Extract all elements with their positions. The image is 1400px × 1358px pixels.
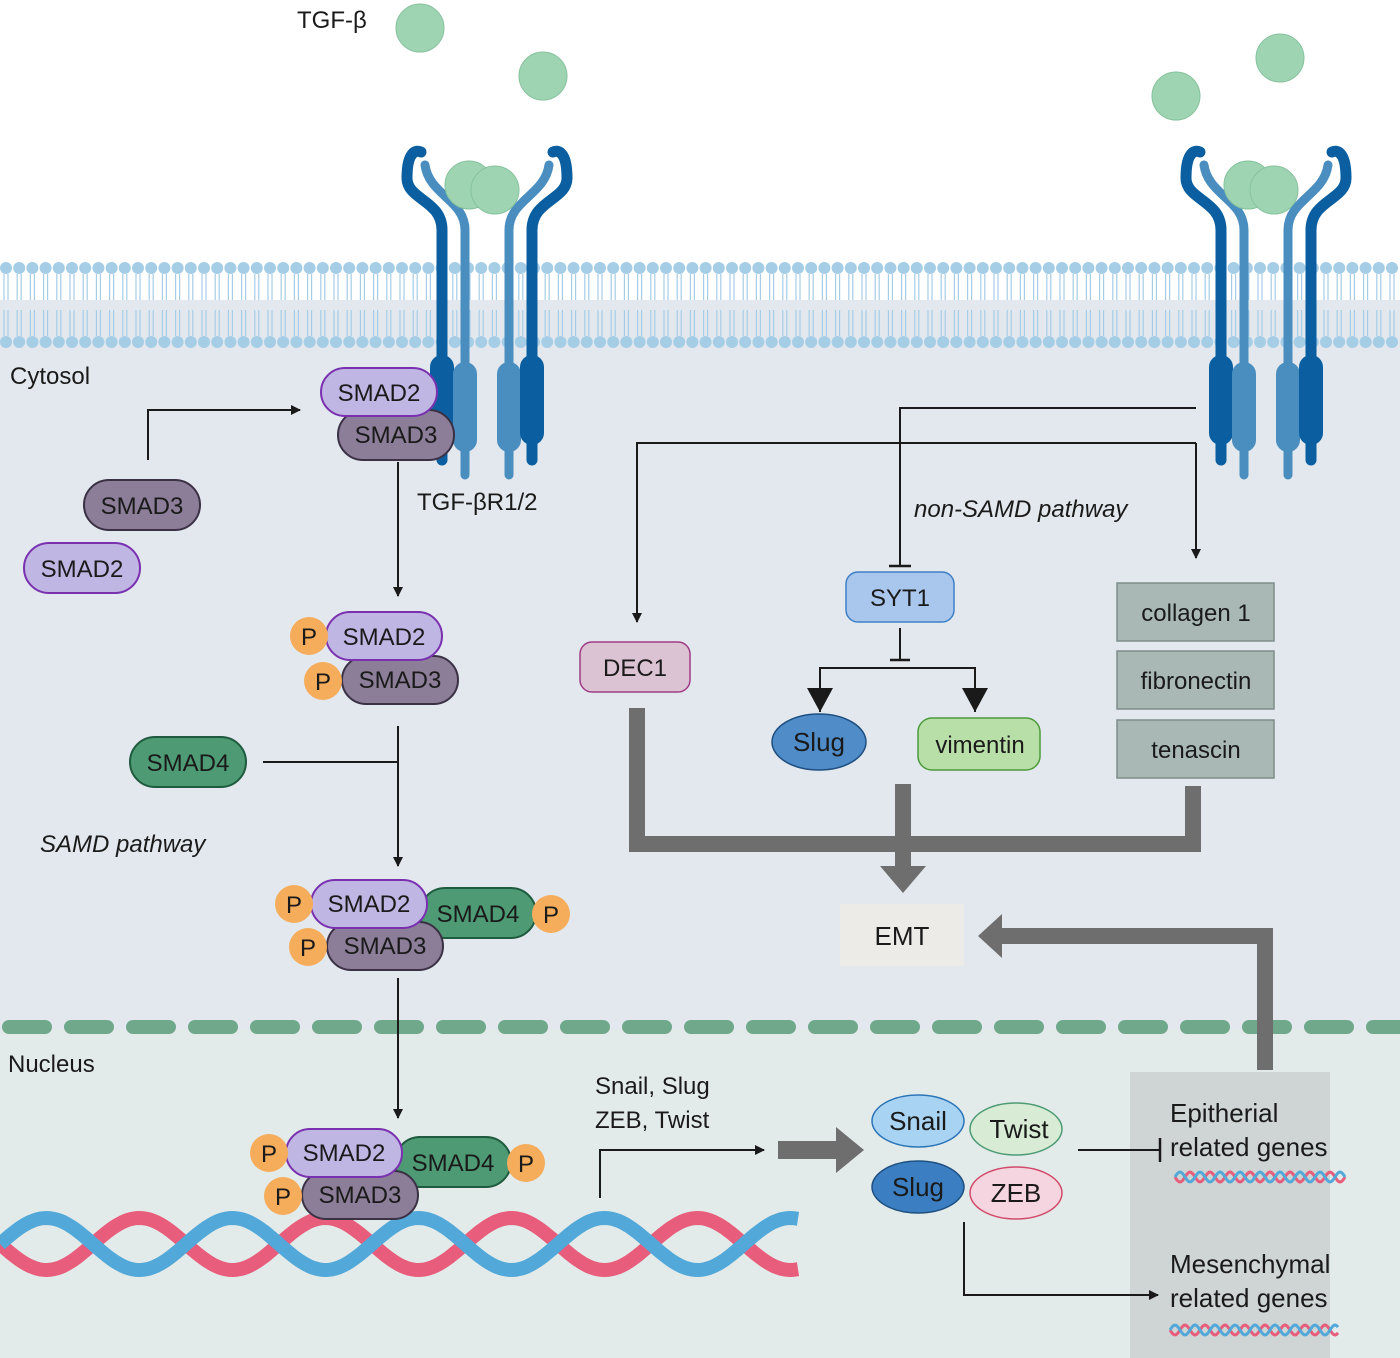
tenascin-label: tenascin [1151,737,1240,764]
smad3-label: SMAD3 [101,493,184,520]
emt-label: EMT [875,921,930,951]
dna-helix [0,1210,800,1278]
smad3-label: SMAD3 [319,1182,402,1209]
transcription-arrow [599,1145,765,1198]
smad3-label: SMAD3 [355,422,438,449]
mesenchymal-genes-line1: Mesenchymal [1170,1249,1330,1279]
fibronectin-label: fibronectin [1141,668,1252,695]
snail-label: Snail [889,1106,947,1136]
smad2-free: SMAD2 [23,542,141,594]
recruitment-arrow [147,405,301,460]
p-smad2: SMAD2 P [290,611,443,661]
twist-label: Twist [989,1114,1049,1144]
smad2-label: SMAD2 [343,624,426,651]
slug-label: Slug [892,1172,944,1202]
smad-complex-cytosol: SMAD4 P SMAD3 P SMAD2 P [275,879,570,971]
vimentin-box: vimentin [917,717,1041,771]
translation-gray-arrow [778,1127,864,1173]
phospho-label: P [275,1184,291,1211]
epithelial-genes-line1: Epitherial [1170,1098,1278,1128]
mesenchymal-activation-arrow [963,1222,1159,1300]
cell-membrane [0,262,1398,348]
smad-pathway-label: SAMD pathway [40,831,207,858]
mesenchymal-dna-icon [1168,1323,1340,1337]
fibronectin-box: fibronectin [1116,650,1275,710]
snail-tf: Snail [871,1094,965,1148]
tgf-beta-label: TGF-β [297,7,367,34]
gene-panel-background [1130,1072,1330,1358]
receptor-label: TGF-βR1/2 [417,489,537,516]
smad4-label: SMAD4 [147,750,230,777]
phospho-label: P [261,1141,277,1168]
smad2-label: SMAD2 [338,380,421,407]
emt-feedback-arrow [978,914,1273,1070]
smad4-label: SMAD4 [437,901,520,928]
tgf-beta-ligands [395,3,1305,121]
tgf-beta-receptor-right [1180,145,1352,480]
slug-tf: Slug [871,1160,965,1214]
phospho-label: P [301,624,317,651]
smad3-label: SMAD3 [359,667,442,694]
smad2-label: SMAD2 [328,891,411,918]
tgf-beta-ligand [518,51,568,101]
dec1-box: DEC1 [579,641,691,693]
vimentin-arrowhead [962,688,988,712]
smad4-free: SMAD4 [129,736,247,788]
mesenchymal-genes-line2: related genes [1170,1283,1328,1313]
phospho-label: P [543,902,559,929]
smad2-label: SMAD2 [303,1140,386,1167]
dec1-branch-arrow [632,442,1196,623]
smad2-receptor: SMAD2 [320,367,438,417]
smad4-label: SMAD4 [412,1150,495,1177]
collagen-box: collagen 1 [1116,582,1275,642]
twist-tf: Twist [969,1102,1063,1156]
epithelial-dna-icon [1173,1170,1347,1184]
dec1-label: DEC1 [603,655,667,682]
p-smad3: SMAD3 P [304,655,459,705]
slug-cytosol: Slug [771,713,867,771]
phospho-label: P [518,1151,534,1178]
phospho-label: P [286,892,302,919]
tf-label-line2: ZEB, Twist [595,1107,710,1134]
syt1-label: SYT1 [870,585,930,612]
tgf-beta-receptor-left [401,145,573,480]
nucleus-label: Nucleus [8,1051,95,1078]
smad3-label: SMAD3 [344,933,427,960]
non-smad-pathway-label: non-SAMD pathway [914,496,1129,523]
smad3-receptor: SMAD3 [337,409,455,461]
syt1-box: SYT1 [845,571,955,623]
zeb-label: ZEB [991,1178,1042,1208]
zeb-tf: ZEB [969,1166,1063,1220]
tgf-beta-ligand [1255,33,1305,83]
cytosol-label: Cytosol [10,363,90,390]
slug-label: Slug [793,727,845,757]
smad2-label: SMAD2 [41,556,124,583]
tgf-beta-ligand [1151,71,1201,121]
smad-complex-nucleus: SMAD4 P SMAD3 P SMAD2 P [250,1128,545,1220]
epithelial-genes-line2: related genes [1170,1132,1328,1162]
tgf-beta-ligand [395,3,445,53]
phospho-label: P [315,669,331,696]
collagen-label: collagen 1 [1141,600,1250,627]
vimentin-label: vimentin [935,732,1024,759]
phospho-label: P [300,935,316,962]
slug-arrowhead [807,688,833,712]
emt-box: EMT [840,904,964,966]
smad3-free: SMAD3 [83,479,201,531]
nuclear-envelope [2,1020,1400,1034]
emt-convergence-arrows [629,708,1273,1070]
tf-label-line1: Snail, Slug [595,1073,710,1100]
syt1-inhibition-line [899,407,1196,566]
tenascin-box: tenascin [1116,719,1275,779]
